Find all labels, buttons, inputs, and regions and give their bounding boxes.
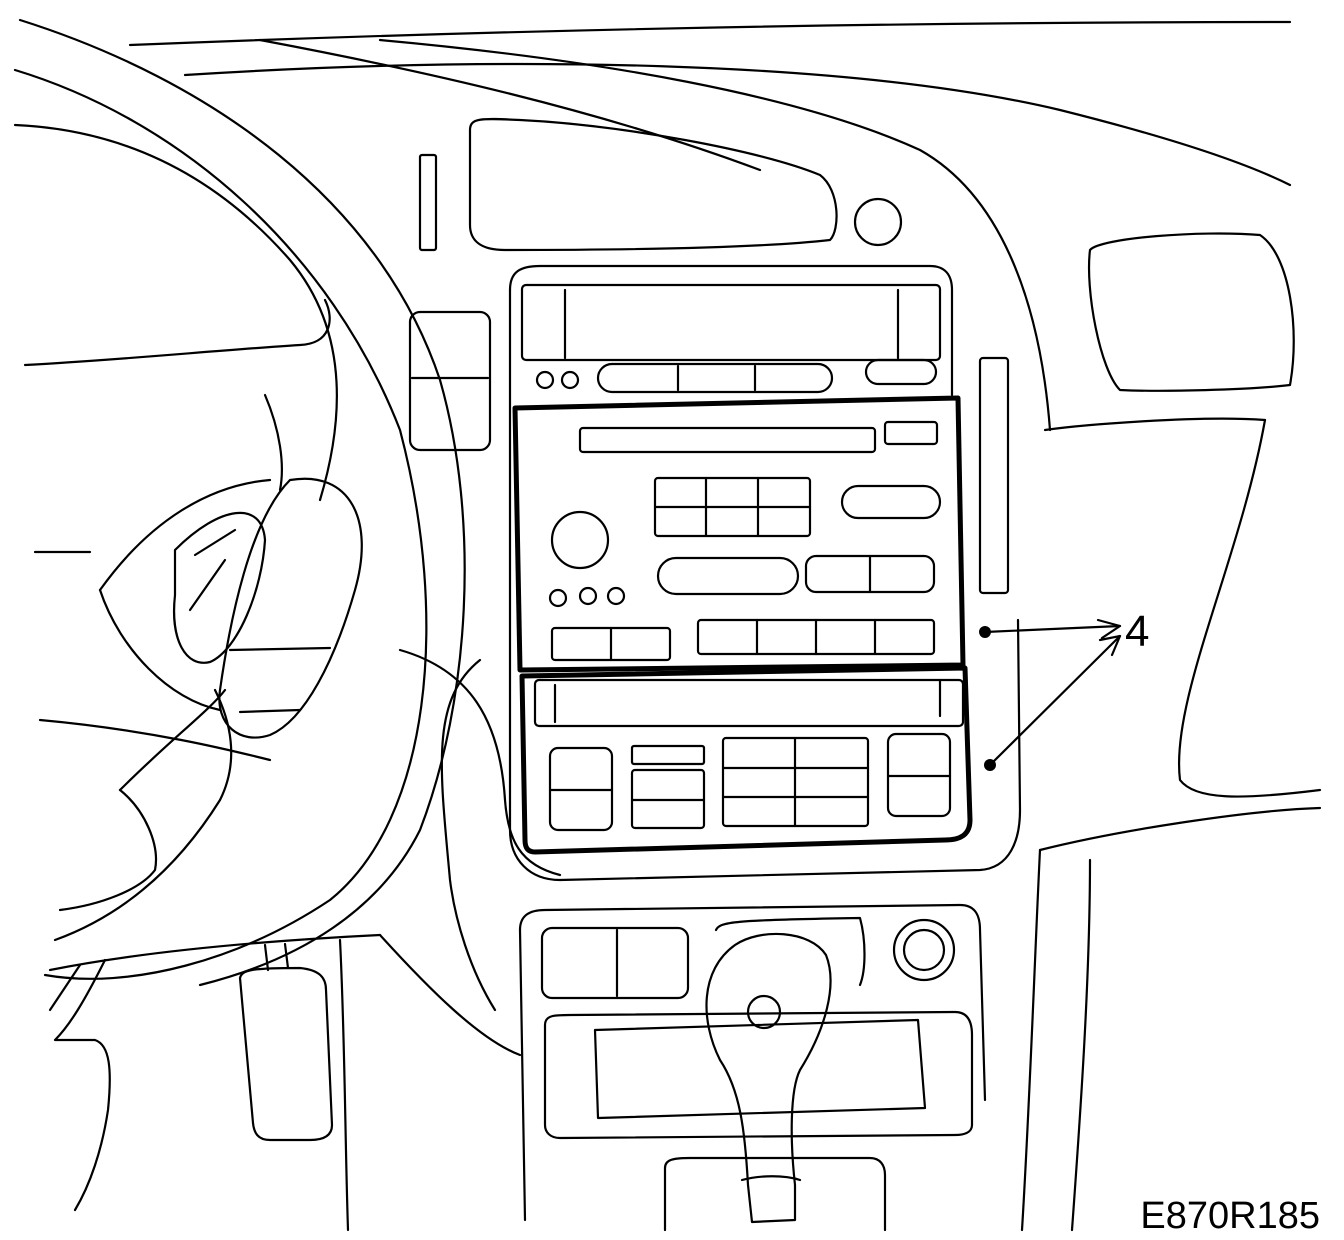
dashboard-top-edges xyxy=(128,20,1292,432)
upper-control-panel xyxy=(520,283,942,394)
callout-leaders xyxy=(979,618,1122,771)
sunlight-sensor-icon xyxy=(853,197,903,247)
gear-selector xyxy=(705,932,832,1224)
button-icon xyxy=(535,370,555,390)
lower-console xyxy=(518,903,987,1232)
left-side-vents xyxy=(408,153,492,452)
volume-knob-icon xyxy=(550,510,610,570)
center-stack-surround xyxy=(398,264,1322,1232)
pedal xyxy=(238,966,334,1142)
button-icon xyxy=(606,586,626,606)
lower-left-dash xyxy=(48,658,522,1232)
radio-unit xyxy=(512,395,966,673)
button-icon xyxy=(548,588,568,608)
right-side-vents xyxy=(978,232,1295,595)
center-upper-vent xyxy=(468,117,903,252)
steering-wheel xyxy=(13,18,466,987)
leader-line-upper xyxy=(983,624,1122,634)
button-icon xyxy=(578,586,598,606)
switch-knob-inner-icon xyxy=(902,928,946,972)
figure-code: E870R185 xyxy=(1140,1195,1320,1237)
climate-control-unit xyxy=(519,665,973,855)
gear-lock-button-icon xyxy=(746,994,782,1030)
leader-line-lower xyxy=(988,634,1122,767)
button-icon xyxy=(560,370,580,390)
callout-number: 4 xyxy=(1125,607,1149,656)
steering-column xyxy=(98,477,363,792)
switch-knob-icon xyxy=(892,918,956,982)
